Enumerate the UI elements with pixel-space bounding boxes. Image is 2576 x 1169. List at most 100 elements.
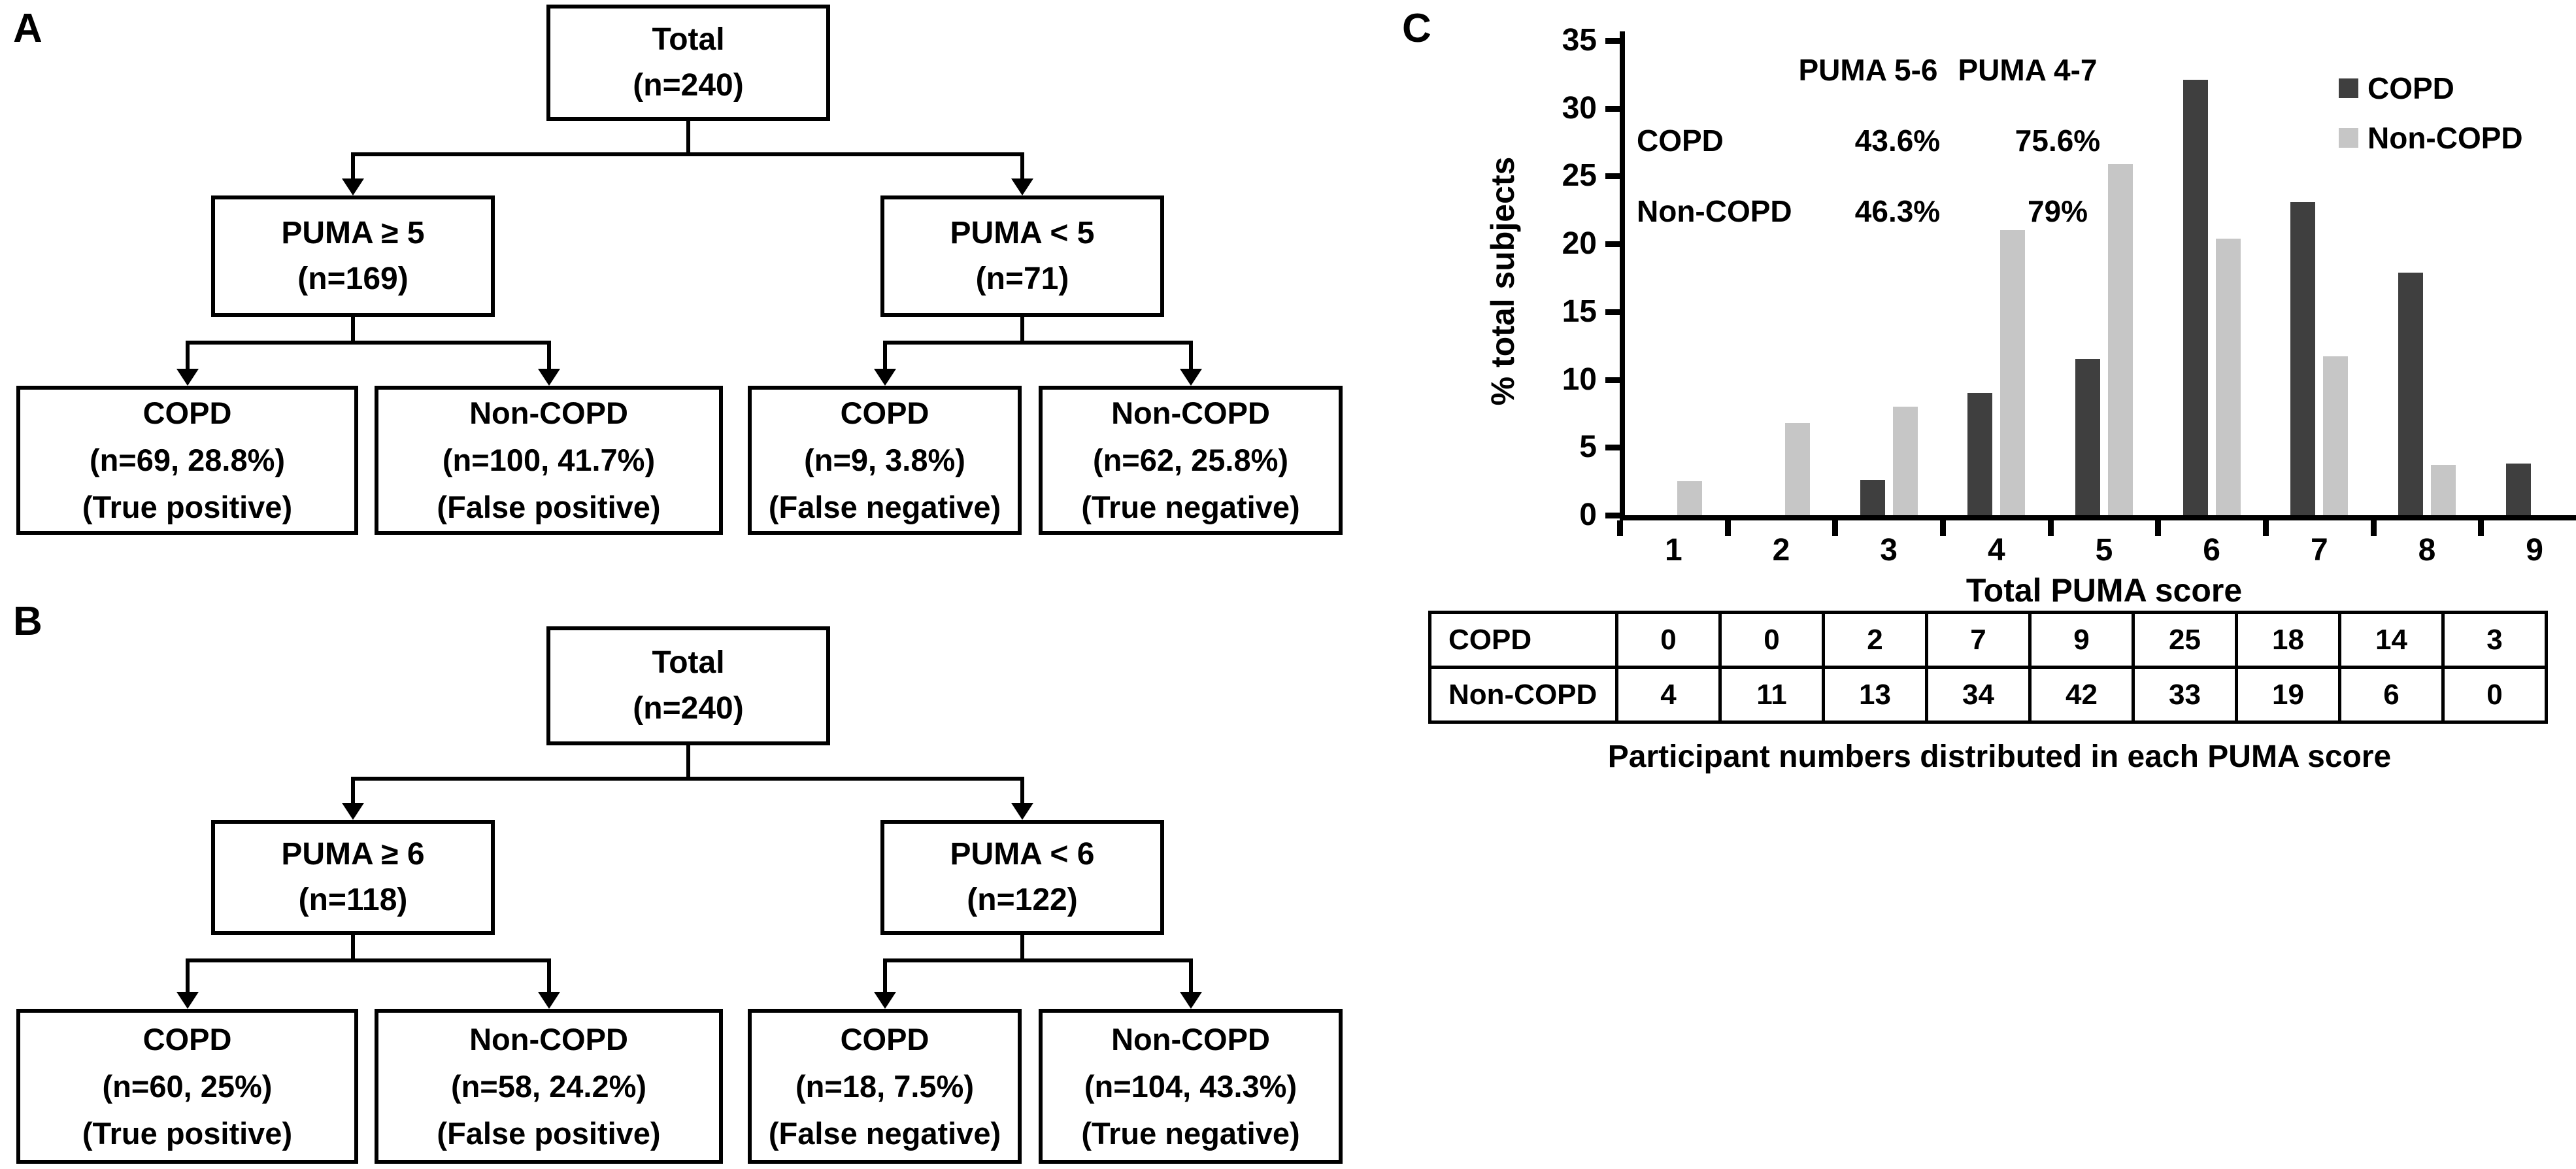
table-cell: 34	[1925, 666, 2032, 724]
node-line: COPD	[142, 1021, 232, 1057]
y-axis-line	[1620, 31, 1625, 520]
table-cell: 6	[2338, 666, 2445, 724]
table-cell: 33	[2132, 666, 2238, 724]
arrow-down-icon	[342, 803, 364, 820]
arrow-down-icon	[342, 178, 364, 195]
y-axis-tick-label: 30	[1562, 90, 1597, 126]
connector-line	[686, 745, 690, 779]
x-axis-tick	[2047, 520, 2054, 536]
bar-copd-score-4	[1967, 393, 1993, 515]
table-row-label: Non-COPD	[1428, 666, 1618, 724]
table-cell: 0	[1718, 611, 1825, 669]
connector-line	[547, 341, 551, 369]
x-axis-tick-label: 6	[2203, 533, 2220, 568]
connector-line	[883, 958, 1193, 962]
legend-swatch-copd	[2339, 78, 2358, 98]
annotation-row-label: COPD	[1637, 124, 1724, 158]
arrow-down-icon	[874, 992, 896, 1009]
flowchart-b-true-negative-box: Non-COPD (n=104, 43.3%) (True negative)	[1039, 1009, 1343, 1164]
bar-non-copd-score-4	[2000, 230, 2026, 515]
x-axis-tick-label: 8	[2418, 533, 2436, 568]
connector-line	[351, 777, 1024, 781]
annotation-value: 79%	[2027, 194, 2088, 228]
legend-swatch-non-copd	[2339, 128, 2358, 148]
node-line: PUMA < 6	[950, 837, 1095, 872]
connector-line	[1020, 777, 1024, 804]
table-cell: 42	[2028, 666, 2135, 724]
bar-copd-score-8	[2398, 272, 2423, 515]
table-cell: 14	[2338, 611, 2445, 669]
node-line: (n=118)	[298, 883, 408, 917]
annotation-header-puma56: PUMA 5-6	[1798, 53, 1938, 87]
x-axis-tick	[2263, 520, 2269, 536]
connector-line	[1020, 152, 1024, 180]
bar-non-copd-score-1	[1677, 481, 1703, 515]
table-cell: 25	[2132, 611, 2238, 669]
panel-c-label: C	[1402, 6, 1431, 51]
node-line: PUMA ≥ 5	[281, 216, 425, 250]
table-cell: 0	[1615, 611, 1722, 669]
flowchart-a-true-negative-box: Non-COPD (n=62, 25.8%) (True negative)	[1039, 386, 1343, 535]
y-axis-tick	[1605, 241, 1620, 248]
connector-line	[547, 958, 551, 992]
bar-copd-score-6	[2183, 80, 2208, 515]
table-row-label: COPD	[1428, 611, 1618, 669]
connector-line	[686, 121, 690, 155]
bar-non-copd-score-7	[2323, 356, 2349, 515]
x-axis-title: Total PUMA score	[1965, 572, 2243, 609]
node-line: Total	[652, 22, 725, 57]
connector-line	[351, 317, 355, 342]
x-axis-tick	[1617, 520, 1623, 536]
y-axis-tick-label: 15	[1562, 294, 1597, 329]
node-line: (False positive)	[437, 490, 661, 524]
connector-line	[186, 958, 190, 992]
x-axis-tick	[1832, 520, 1839, 536]
table-cell: 9	[2028, 611, 2135, 669]
y-axis-tick	[1605, 38, 1620, 44]
x-axis-tick-label: 3	[1880, 533, 1898, 568]
connector-line	[351, 152, 1024, 156]
node-line: (n=62, 25.8%)	[1092, 443, 1289, 477]
table-cell: 2	[1822, 611, 1928, 669]
connector-line	[351, 935, 355, 960]
flowchart-b-total-box: Total (n=240)	[546, 626, 830, 745]
y-axis-tick-label: 20	[1562, 226, 1597, 262]
legend-label: Non-COPD	[2367, 121, 2523, 155]
flowchart-b-puma-ge6-box: PUMA ≥ 6 (n=118)	[211, 820, 495, 935]
connector-line	[186, 341, 190, 369]
node-line: (n=240)	[633, 68, 744, 103]
node-line: Total	[652, 645, 725, 680]
node-line: (n=69, 28.8%)	[89, 443, 286, 477]
x-axis-line	[1620, 515, 2576, 520]
y-axis-tick	[1605, 445, 1620, 451]
connector-line	[1020, 317, 1024, 342]
node-line: Non-COPD	[1111, 1021, 1270, 1057]
table-caption: Participant numbers distributed in each …	[1607, 739, 2392, 774]
arrow-down-icon	[1180, 992, 1202, 1009]
y-axis-tick	[1605, 377, 1620, 383]
node-line: (False positive)	[437, 1115, 661, 1151]
table-cell: 4	[1615, 666, 1722, 724]
y-axis-tick-label: 25	[1562, 158, 1597, 194]
node-line: (n=71)	[975, 262, 1069, 296]
flowchart-a-true-positive-box: COPD (n=69, 28.8%) (True positive)	[16, 386, 358, 535]
x-axis-tick-label: 1	[1664, 533, 1682, 568]
annotation-value: 43.6%	[1854, 124, 1941, 158]
annotation-value: 75.6%	[2015, 124, 2101, 158]
node-line: (n=100, 41.7%)	[442, 443, 656, 477]
table-cell: 3	[2441, 611, 2548, 669]
x-axis-tick	[2155, 520, 2162, 536]
table-cell: 0	[2441, 666, 2548, 724]
annotation-row-label: Non-COPD	[1637, 194, 1792, 228]
node-line: COPD	[840, 396, 929, 430]
node-line: (n=169)	[297, 262, 409, 296]
node-line: (n=240)	[633, 691, 744, 726]
bar-non-copd-score-3	[1892, 407, 1918, 515]
bar-copd-score-5	[2075, 359, 2100, 515]
arrow-down-icon	[1011, 178, 1033, 195]
legend-item-non-copd: Non-COPD	[2339, 120, 2523, 156]
bar-non-copd-score-6	[2215, 238, 2241, 515]
x-axis-tick-label: 4	[1987, 533, 2005, 568]
node-line: (True negative)	[1081, 490, 1300, 524]
flowchart-b-false-positive-box: Non-COPD (n=58, 24.2%) (False positive)	[375, 1009, 723, 1164]
